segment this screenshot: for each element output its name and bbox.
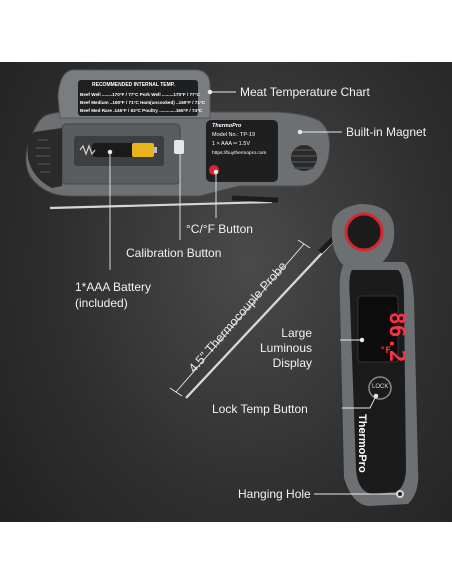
chart-row: Beef Well ........170°F / 77°C Pork Well… <box>80 92 200 97</box>
handle-brand: ThermoPro <box>356 414 368 473</box>
plate-brand: ThermoPro <box>212 123 242 129</box>
meat-chart-label: Meat Temperature Chart <box>240 85 370 99</box>
hanging-hole-label: Hanging Hole <box>238 487 311 501</box>
battery-label-line2: (included) <box>75 296 128 310</box>
plate-model: Model No.: TP-19 <box>212 132 256 138</box>
magnet-label: Built-in Magnet <box>346 125 427 139</box>
plate-url: https://buythermopro.com <box>212 151 267 156</box>
chart-title: RECOMMENDED INTERNAL TEMP. <box>92 82 175 88</box>
unit-button-label: °C/°F Button <box>186 222 253 236</box>
display-label-line2: Luminous <box>259 341 312 355</box>
display-label-line1: Large <box>281 326 312 340</box>
lcd-reading: 86.2 <box>385 312 409 363</box>
chart-row: Beef Med Rare .145°F / 63°C Poultry ....… <box>80 108 203 113</box>
battery-label-line1: 1*AAA Battery <box>75 280 152 294</box>
lock-label: Lock Temp Button <box>212 402 308 416</box>
calibration-label: Calibration Button <box>126 246 222 260</box>
lock-button-text: LOCK <box>372 384 389 390</box>
unfolded-thermometer <box>185 204 419 506</box>
lcd-unit: °F <box>380 346 391 356</box>
display-label-line3: Display <box>272 356 312 370</box>
folded-thermometer <box>25 69 331 210</box>
chart-row: Beef Medium ..160°F / 71°C Ham(uncooked)… <box>80 100 206 105</box>
callout-lines <box>107 89 398 495</box>
plate-power: 1 × AAA ═ 1.5V <box>212 141 250 147</box>
